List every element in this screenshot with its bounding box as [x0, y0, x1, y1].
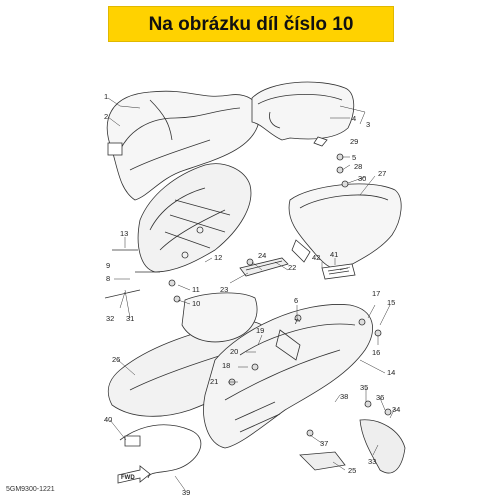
leader-lines: [107, 97, 396, 491]
callout-7: 7: [294, 317, 298, 326]
callout-33: 33: [368, 457, 376, 466]
mudflap-part: [359, 419, 406, 474]
cable-part: [119, 424, 202, 479]
callout-2: 2: [104, 112, 108, 121]
callout-5: 5: [352, 153, 356, 162]
callout-17: 17: [372, 289, 380, 298]
luggage-rack-part: [288, 183, 402, 270]
callout-20: 20: [230, 347, 238, 356]
callout-30: 30: [358, 174, 366, 183]
callout-28: 28: [354, 162, 362, 171]
callout-12: 12: [214, 253, 222, 262]
callout-10: 10: [192, 299, 200, 308]
callout-32: 32: [106, 314, 114, 323]
backrest-part: [251, 81, 355, 147]
storage-box-part: [203, 304, 373, 449]
callout-40: 40: [104, 415, 112, 424]
fwd-arrow-icon: FWD: [117, 465, 151, 484]
callout-8: 8: [106, 274, 110, 283]
seat-part: [106, 90, 261, 201]
callout-4: 4: [352, 114, 356, 123]
callout-22: 22: [288, 263, 296, 272]
callout-42: 42: [312, 253, 320, 262]
callout-15: 15: [387, 298, 395, 307]
callout-19: 19: [256, 326, 264, 335]
callout-13: 13: [120, 229, 128, 238]
callout-38: 38: [340, 392, 348, 401]
bracket-part: [299, 451, 346, 471]
fasteners: [104, 153, 392, 437]
callout-31: 31: [126, 314, 134, 323]
callout-1: 1: [104, 92, 108, 101]
callout-29: 29: [350, 137, 358, 146]
callout-41: 41: [330, 250, 338, 259]
callout-36: 36: [376, 393, 384, 402]
callout-34: 34: [392, 405, 400, 414]
callout-18: 18: [222, 361, 230, 370]
callout-21: 21: [210, 377, 218, 386]
callout-25: 25: [348, 466, 356, 475]
callout-14: 14: [387, 368, 395, 377]
callout-9: 9: [106, 261, 110, 270]
callout-16: 16: [372, 348, 380, 357]
part-number-banner: Na obrázku díl číslo 10: [108, 6, 394, 42]
fwd-label: FWD: [121, 475, 135, 481]
banner-text: Na obrázku díl číslo 10: [148, 14, 354, 35]
callout-26: 26: [112, 355, 120, 364]
callout-39: 39: [182, 488, 190, 497]
callout-37: 37: [320, 439, 328, 448]
callout-3: 3: [366, 120, 370, 129]
callout-24: 24: [258, 251, 266, 260]
diagram-code: 5GM9300-1221: [6, 486, 55, 493]
label-plate-part: [321, 263, 356, 280]
seat-frame-part: [137, 163, 252, 273]
callout-27: 27: [378, 169, 386, 178]
callout-23: 23: [220, 285, 228, 294]
callout-35: 35: [360, 383, 368, 392]
callout-6: 6: [294, 296, 298, 305]
callout-11: 11: [192, 285, 200, 294]
